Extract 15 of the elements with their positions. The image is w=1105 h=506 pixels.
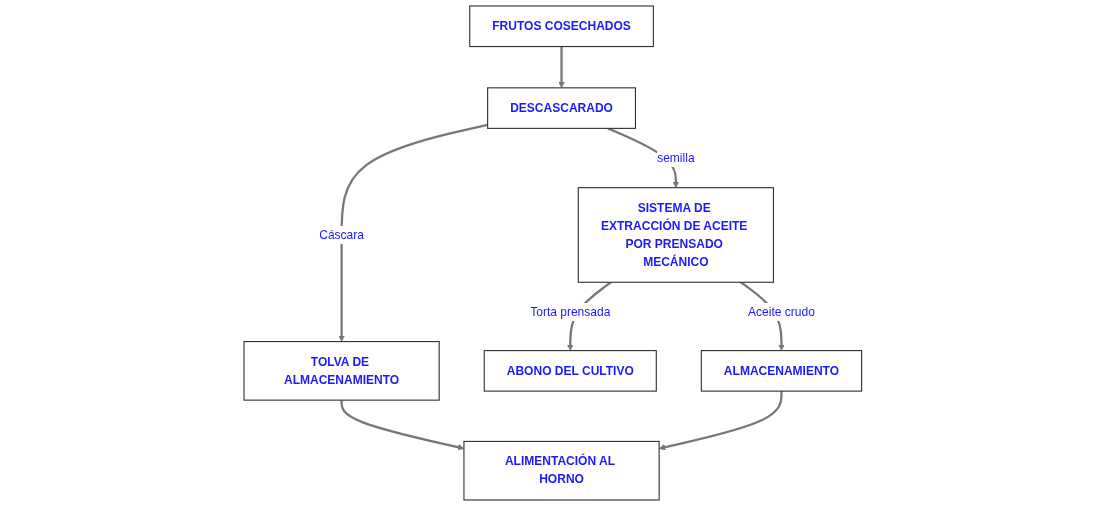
node-box: SISTEMA DE EXTRACCIÓN DE ACEITE POR PRENSADO MECÁNICO [577,187,774,283]
edge-label: Torta prensada [529,305,611,318]
node-box: FRUTOS COSECHADOS [468,5,654,48]
arrow [658,391,783,451]
edge-label: semilla [656,151,695,165]
arrow [338,123,488,342]
node-box: TOLVA DE ALMACENAMIENTO [243,341,440,401]
node-box: ALMACENAMIENTO [700,350,862,392]
edge-label: Cáscara [318,228,364,241]
edge-label: Aceite crudo [747,305,815,318]
node-box: ABONO DEL CULTIVO [483,350,657,392]
node-box: DESCASCARADO [486,87,636,129]
arrow [557,46,565,89]
node-box: ALIMENTACIÓN AL HORNO [463,440,660,501]
arrow [340,400,464,451]
